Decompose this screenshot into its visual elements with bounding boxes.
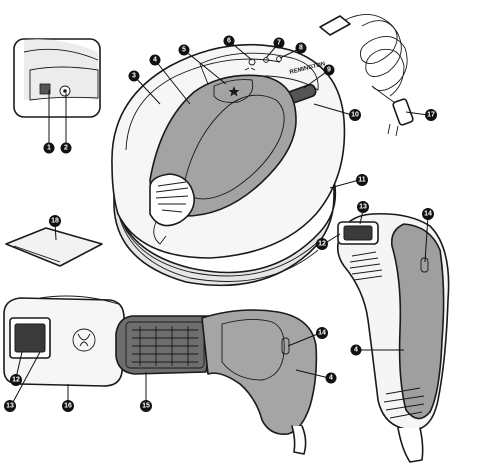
lamp-cartridge (3, 295, 125, 387)
callout-13: 13 (357, 201, 369, 213)
svg-text:4: 4 (329, 375, 333, 382)
svg-text:11: 11 (358, 177, 366, 184)
svg-text:18: 18 (51, 218, 59, 225)
svg-text:9: 9 (327, 67, 331, 74)
svg-text:1: 1 (47, 145, 51, 152)
callout-6: 6 (223, 35, 235, 47)
indicator-light-icon (248, 58, 256, 66)
svg-text:13: 13 (6, 403, 14, 410)
power-switch-icon (39, 83, 51, 95)
callout-12-cartridge: 12 (10, 374, 22, 386)
callout-12: 12 (316, 238, 328, 250)
svg-text:8: 8 (299, 45, 303, 52)
svg-text:17: 17 (427, 112, 435, 119)
leader-lines (11, 40, 429, 405)
handheld-wand-side (336, 212, 450, 463)
plug-icon (392, 98, 414, 126)
callout-15: 15 (140, 400, 152, 412)
callout-13-cartridge: 13 (4, 400, 16, 412)
callout-2: 2 (60, 142, 72, 154)
svg-text:10: 10 (351, 112, 359, 119)
callout-4-open: 4 (325, 372, 337, 384)
callout-9: 9 (323, 64, 335, 76)
svg-text:4: 4 (153, 57, 157, 64)
callout-11: 11 (356, 174, 368, 186)
svg-text:6: 6 (227, 38, 231, 45)
wand-open-internals (115, 309, 318, 455)
callout-10: 10 (349, 109, 361, 121)
callout-18: 18 (49, 215, 61, 227)
svg-text:7: 7 (277, 40, 281, 47)
svg-text:12: 12 (318, 241, 326, 248)
callout-16: 16 (62, 400, 74, 412)
svg-text:2: 2 (64, 145, 68, 152)
callout-4-wand: 4 (350, 344, 362, 356)
indicator-light-icon (276, 56, 282, 62)
flash-button-icon (228, 86, 240, 97)
svg-text:12: 12 (12, 377, 20, 384)
callout-3: 3 (128, 70, 140, 82)
svg-text:13: 13 (359, 204, 367, 211)
callout-8: 8 (295, 42, 307, 54)
svg-text:5: 5 (182, 47, 186, 54)
svg-text:16: 16 (64, 403, 72, 410)
power-cord (319, 14, 414, 137)
svg-text:14: 14 (424, 211, 432, 218)
cleaning-cloth (5, 227, 103, 267)
callout-17: 17 (425, 109, 437, 121)
callout-5: 5 (178, 44, 190, 56)
callout-4: 4 (149, 54, 161, 66)
svg-text:14: 14 (318, 330, 326, 337)
callout-7: 7 (273, 37, 285, 49)
svg-text:4: 4 (354, 347, 358, 354)
base-unit: REMINGTON (111, 43, 346, 287)
svg-text:15: 15 (142, 403, 150, 410)
callout-1: 1 (43, 142, 55, 154)
inset-detail-rear-ports (13, 38, 101, 118)
svg-text:3: 3 (132, 73, 136, 80)
callout-14-open: 14 (316, 327, 328, 339)
callout-14: 14 (422, 208, 434, 220)
